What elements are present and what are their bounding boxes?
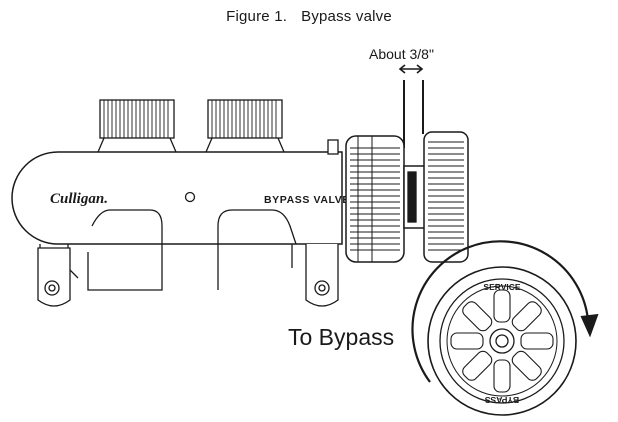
figure-caption: Figure 1. Bypass valve — [0, 8, 618, 25]
brand-logo: Culligan. — [50, 191, 108, 207]
knob-service-label: SERVICE — [483, 282, 520, 292]
figure-number: Figure 1. — [226, 8, 288, 25]
valve-stem — [403, 165, 427, 229]
valve-body — [11, 139, 343, 307]
knob-bypass-label: BYPASS — [485, 395, 520, 405]
rotation-arrow-icon — [411, 240, 599, 383]
top-port-right — [205, 99, 285, 153]
top-port-left — [97, 99, 177, 153]
bypass-knob-side — [423, 131, 469, 263]
to-bypass-label: To Bypass — [288, 324, 395, 350]
double-arrow-icon — [398, 64, 424, 148]
bypass-knob-face — [427, 266, 577, 416]
locking-nut — [345, 135, 405, 263]
figure-title: Bypass valve — [301, 8, 392, 25]
measurement-label: About 3/8" — [369, 46, 434, 62]
body-text: BYPASS VALVE — [264, 194, 350, 206]
